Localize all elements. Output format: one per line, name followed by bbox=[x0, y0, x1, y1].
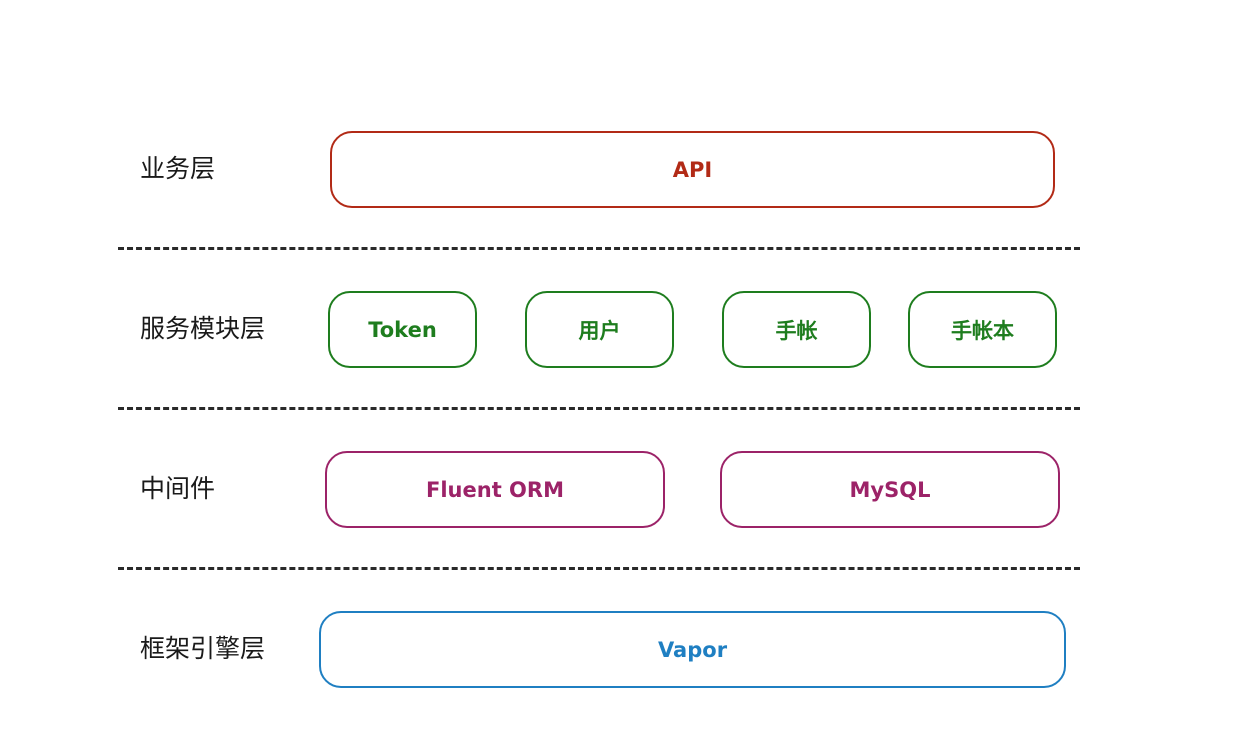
box-vapor: Vapor bbox=[319, 611, 1066, 688]
layer-divider-3 bbox=[118, 567, 1080, 570]
layer-label-middleware: 中间件 bbox=[140, 474, 216, 503]
box-journal: 手帐 bbox=[722, 291, 871, 368]
layer-label-business: 业务层 bbox=[140, 154, 216, 183]
box-journal-book: 手帐本 bbox=[908, 291, 1057, 368]
layer-divider-2 bbox=[118, 407, 1080, 410]
box-fluent-orm: Fluent ORM bbox=[325, 451, 665, 528]
layer-divider-1 bbox=[118, 247, 1080, 250]
layer-label-service: 服务模块层 bbox=[140, 314, 266, 343]
box-user: 用户 bbox=[525, 291, 674, 368]
box-mysql: MySQL bbox=[720, 451, 1060, 528]
box-token: Token bbox=[328, 291, 477, 368]
box-api: API bbox=[330, 131, 1055, 208]
layer-label-framework: 框架引擎层 bbox=[140, 634, 266, 663]
